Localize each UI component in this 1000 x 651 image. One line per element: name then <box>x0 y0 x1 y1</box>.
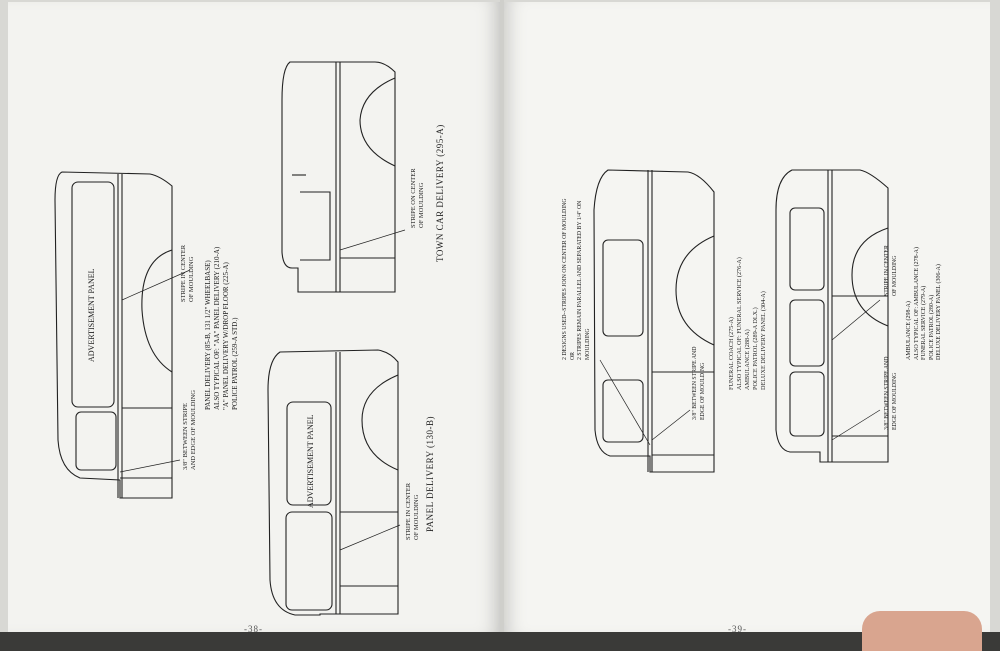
note-line: MOULDING <box>584 328 591 360</box>
note-line: AND EDGE OF MOULDING <box>190 390 197 470</box>
advertisement-panel-label-2: ADVERTISEMENT PANEL <box>306 414 315 508</box>
caption-line: ALSO TYPICAL OF: "AA" PANEL DELIVERY (21… <box>213 246 221 410</box>
advertisement-panel-label-1: ADVERTISEMENT PANEL <box>87 268 96 362</box>
caption-line: AMBULANCE (288-A) <box>744 329 751 390</box>
caption-line: FUNERAL SERVICE (279-A) <box>921 285 928 360</box>
stripe-callout-1: STRIPE IN CENTER OF MOULDING <box>180 245 196 302</box>
page-number-right: -39- <box>728 624 747 634</box>
caption-panel-delivery-130: PANEL DELIVERY (130-B) <box>425 416 435 532</box>
table-edge <box>0 632 1000 651</box>
left-page <box>8 2 502 632</box>
edge-note-2: 3/8" BETWEEN STRIPE AND EDGE OF MOULDING <box>692 347 707 420</box>
caption-line: FUNERAL COACH (275-A) <box>728 317 735 390</box>
caption-ambulance: AMBULANCE (298-A) ALSO TYPICAL OF: AMBUL… <box>906 247 944 360</box>
callout-line: OF MOULDING <box>413 494 420 540</box>
callout-line: STRIPE IN CENTER <box>405 482 412 540</box>
caption-line: "A" PANEL DELIVERY W/DROP FLOOR (225-A) <box>222 262 230 410</box>
note-line: EDGE OF MOULDING <box>891 372 898 430</box>
caption-funeral-coach: FUNERAL COACH (275-A) ALSO TYPICAL OF: F… <box>728 257 768 390</box>
callout-line: OF MOULDING <box>418 182 425 228</box>
stripe-callout-2: STRIPE ON CENTER OF MOULDING <box>410 168 426 228</box>
panel-delivery-130-drawing <box>267 349 399 616</box>
caption-line: ALSO TYPICAL OF: FUNERAL SERVICE (276-A) <box>736 257 743 390</box>
callout-line: STRIPE IN CENTER <box>884 245 890 296</box>
callout-line: OF MOULDING <box>188 256 195 302</box>
hand-thumb <box>862 611 982 651</box>
caption-line: POLICE PATROL (259-A STD.) <box>231 317 239 410</box>
caption-line: AMBULANCE (298-A) <box>906 301 912 360</box>
note-line: 3/8" BETWEEN STRIPE <box>182 403 189 470</box>
caption-town-car: TOWN CAR DELIVERY (295-A) <box>435 124 445 262</box>
caption-line: PANEL DELIVERY (85-B, 131 1/2" WHEELBASE… <box>204 260 212 410</box>
callout-line: OF MOULDING <box>891 255 898 296</box>
note-line: 2 STRIPES REMAIN PARALLEL AND SEPARATED … <box>577 200 583 360</box>
callout-line: STRIPE ON CENTER <box>410 168 417 228</box>
note-line: EDGE OF MOULDING <box>699 362 706 420</box>
callout-line: STRIPE IN CENTER <box>180 244 187 302</box>
caption-line: DELUXE DELIVERY PANEL (306-A) <box>936 264 943 360</box>
funeral-design-notes: 2 DESIGNS USED--STRIPES JOIN ON CENTER O… <box>562 198 592 360</box>
town-car-drawing <box>281 61 396 293</box>
ambulance-drawing <box>775 169 889 463</box>
stripe-callout-4: STRIPE IN CENTER OF MOULDING <box>884 245 899 296</box>
funeral-coach-drawing <box>593 169 715 473</box>
edge-note-3: 3/8" BETWEEN STRIPE AND EDGE OF MOULDING <box>884 357 899 430</box>
note-line: 3/8" BETWEEN STRIPE AND <box>884 356 890 430</box>
book-spine <box>500 0 504 651</box>
right-page <box>502 2 990 632</box>
panel-delivery-85-drawing <box>54 171 173 499</box>
caption-panel-delivery-85: PANEL DELIVERY (85-B, 131 1/2" WHEELBASE… <box>204 247 240 410</box>
note-line: OR <box>569 351 576 360</box>
note-line: 3/8" BETWEEN STRIPE AND <box>692 346 698 420</box>
page-number-left: -38- <box>244 624 263 634</box>
stripe-callout-3: STRIPE IN CENTER OF MOULDING <box>405 483 421 540</box>
caption-line: POLICE PATROL (289-A DLX.) <box>752 307 759 390</box>
note-line: 2 DESIGNS USED--STRIPES JOIN ON CENTER O… <box>562 198 568 360</box>
edge-note-1: 3/8" BETWEEN STRIPE AND EDGE OF MOULDING <box>182 390 198 470</box>
caption-line: DELUXE DELIVERY PANEL (304-A) <box>760 291 767 390</box>
